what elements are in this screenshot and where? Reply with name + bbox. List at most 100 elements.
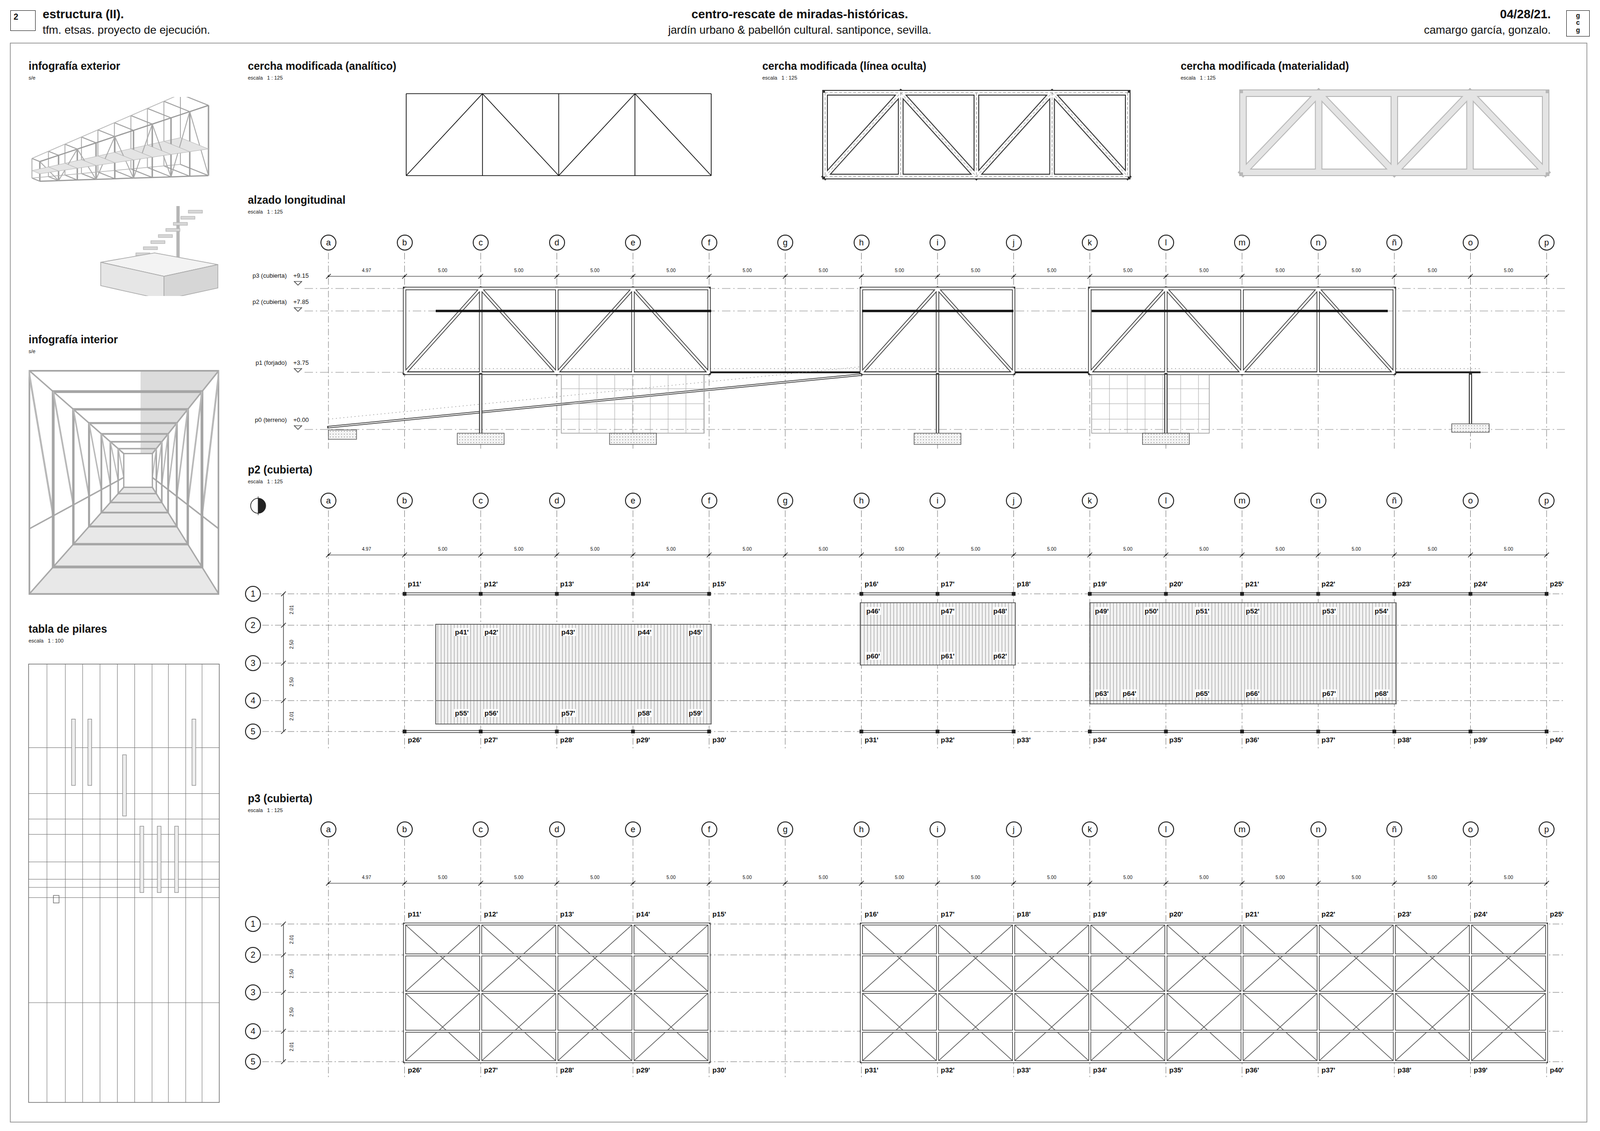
truss-material	[1240, 93, 1246, 173]
axis-label: 4	[250, 696, 256, 706]
scale-note: escala 1 : 125	[1180, 74, 1216, 82]
column-schedule-table	[28, 834, 220, 835]
exterior-perspective	[152, 177, 172, 178]
roof-plan-p3	[1165, 839, 1167, 1078]
longitudinal-elevation	[556, 275, 559, 278]
axis-label: 4	[250, 1027, 256, 1036]
roof-plan-p3	[1470, 992, 1548, 1063]
roof-plan-p2	[250, 496, 1565, 750]
truss-material	[1318, 93, 1395, 173]
exterior-perspective	[163, 101, 190, 112]
longitudinal-elevation	[479, 288, 483, 374]
roof-plan-p3	[557, 992, 634, 1063]
truss-hidden-line	[899, 92, 903, 177]
axis-label: e	[630, 825, 636, 834]
roof-plan-p2	[707, 729, 712, 734]
longitudinal-elevation	[555, 288, 559, 374]
dimension-text: 5.00	[970, 546, 981, 553]
truss-hidden-line	[825, 92, 901, 177]
longitudinal-elevation	[1242, 288, 1319, 374]
grid-axis-bubble: h	[853, 821, 870, 838]
roof-plan-p3	[326, 881, 331, 886]
pillar-label: p39'	[1473, 736, 1489, 745]
column-schedule-table	[134, 664, 135, 1103]
roof-plan-p2	[1011, 552, 1017, 558]
grid-axis-bubble: p	[1538, 492, 1555, 509]
pillar-label: p51'	[1194, 607, 1211, 616]
roof-plan-p3	[281, 922, 286, 927]
roof-plan-p3	[1546, 924, 1548, 1063]
column-schedule-table	[71, 719, 76, 786]
section-title: infografía interior	[28, 333, 118, 346]
grid-axis-bubble: o	[1462, 821, 1479, 838]
column-schedule-table	[151, 664, 153, 1103]
roof-plan-p3	[262, 955, 1565, 956]
column-schedule-table	[28, 1002, 220, 1004]
axis-label: a	[326, 825, 331, 834]
dimension-text: 2.01	[289, 604, 295, 616]
axis-label: ñ	[1391, 238, 1397, 247]
roof-plan-p2	[936, 554, 939, 557]
truss-hidden-line	[900, 92, 977, 177]
axis-label: c	[478, 825, 484, 834]
truss-analytic	[558, 93, 560, 176]
truss-material	[1466, 93, 1474, 173]
truss-hidden-line	[1049, 92, 1056, 177]
pillar-label: p32'	[939, 736, 956, 745]
column-schedule-table	[185, 664, 187, 1103]
scale-note: escala 1 : 125	[247, 478, 283, 485]
pillar-label: p33'	[1016, 736, 1032, 745]
dimension-text: 4.97	[361, 875, 372, 881]
longitudinal-elevation	[1318, 288, 1395, 374]
longitudinal-elevation	[785, 253, 786, 449]
dimension-text: 2.01	[289, 710, 295, 722]
dimension-text: 5.00	[1351, 546, 1362, 553]
exterior-perspective	[58, 179, 78, 181]
exterior-perspective	[81, 171, 98, 174]
pillar-label: p21'	[1244, 910, 1260, 919]
pillar-label: p32'	[939, 1066, 956, 1075]
longitudinal-elevation	[1166, 288, 1243, 374]
exterior-perspective	[97, 122, 115, 130]
axis-label: g	[782, 825, 788, 834]
roof-plan-p2	[402, 592, 407, 596]
exterior-perspective	[114, 122, 134, 131]
pillar-label: p20'	[1168, 910, 1184, 919]
roof-plan-p3	[861, 923, 1548, 926]
axis-label: h	[858, 238, 864, 247]
roof-plan-p3	[1013, 924, 1091, 993]
sheet-subtitle: tfm. etsas. proyecto de ejecución.	[42, 23, 211, 37]
roof-plan-p2	[1087, 552, 1093, 558]
roof-plan-p3	[632, 992, 710, 1063]
dimension-text: 5.00	[513, 546, 524, 553]
column-schedule-table	[28, 862, 220, 863]
truss-material	[1239, 93, 1247, 173]
exterior-perspective	[100, 262, 164, 297]
longitudinal-elevation	[936, 288, 939, 374]
grid-axis-bubble: o	[1462, 234, 1479, 251]
exterior-perspective	[208, 105, 210, 176]
level-name: p0 (terreno)	[254, 416, 287, 425]
axis-label: b	[401, 496, 407, 506]
dimension-text: 2.50	[289, 676, 295, 688]
longitudinal-elevation	[1087, 274, 1093, 279]
roof-plan-p3	[706, 881, 712, 886]
interior-perspective	[73, 409, 188, 545]
longitudinal-elevation	[1470, 253, 1471, 449]
truss-hidden-line	[825, 92, 901, 177]
truss-material	[1470, 93, 1547, 173]
roof-plan-p2	[556, 554, 559, 557]
roof-plan-p3	[556, 882, 559, 885]
longitudinal-elevation	[1391, 274, 1397, 279]
roof-plan-p3	[556, 839, 558, 1078]
axis-label: 5	[250, 727, 256, 737]
pillar-label: p38'	[1396, 736, 1413, 745]
roof-plan-p3	[861, 839, 862, 1078]
level-name: p2 (cubierta)	[252, 298, 287, 306]
longitudinal-elevation	[304, 429, 1565, 431]
longitudinal-elevation	[706, 274, 712, 279]
roof-plan-p3	[1470, 992, 1548, 1063]
grid-row-bubble: 2	[245, 617, 261, 634]
roof-plan-p2	[1546, 510, 1548, 750]
pillar-label: p25'	[1548, 580, 1565, 588]
